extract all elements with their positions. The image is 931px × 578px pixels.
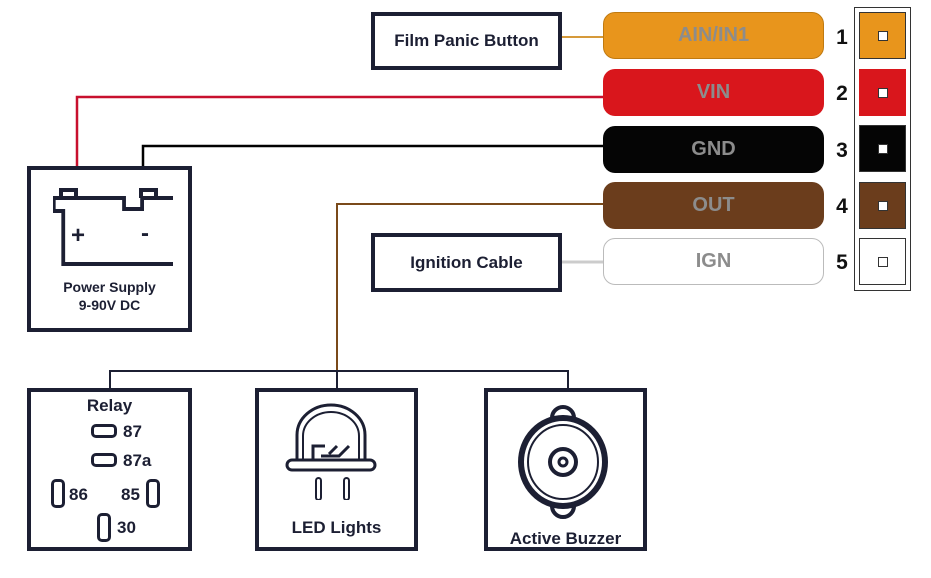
relay-pin-30-icon: [97, 513, 111, 542]
connector-pin-4: [859, 182, 906, 229]
pin-hole: [877, 30, 888, 41]
pin-hole: [877, 87, 888, 98]
battery-minus-symbol: -: [141, 220, 149, 247]
relay-title: Relay: [86, 396, 133, 415]
relay-pin-87a-label: 87a: [123, 451, 152, 470]
wire-gnd: GND: [603, 126, 824, 173]
wire-vin-label: VIN: [696, 81, 731, 103]
relay-pin-86-icon: [51, 479, 65, 508]
power-supply-title: Power Supply: [63, 279, 156, 295]
pin-number-3: 3: [836, 139, 848, 162]
wire-out: OUT: [603, 182, 824, 229]
pin-hole: [877, 200, 888, 211]
wire-out-label: OUT: [692, 194, 735, 216]
relay-pin-87a-icon: [91, 453, 117, 467]
wire-ign-label: IGN: [695, 250, 732, 272]
power-supply-box: + - Power Supply 9-90V DC: [27, 166, 192, 332]
pin-hole: [877, 143, 888, 154]
active-buzzer-label: Active Buzzer: [509, 529, 622, 548]
led-icon: [285, 403, 377, 500]
connector-pin-1: [859, 12, 906, 59]
led-lights-label: LED Lights: [291, 518, 382, 537]
pin-hole: [877, 256, 888, 267]
output-bus: [109, 370, 569, 388]
battery-plus-symbol: +: [71, 222, 86, 249]
connector-pin-2: [859, 69, 906, 116]
relay-pin-30-label: 30: [117, 518, 136, 537]
buzzer-icon: [518, 405, 608, 519]
panic-button-box: Film Panic Button: [371, 12, 562, 70]
panic-button-label: Film Panic Button: [394, 31, 539, 50]
pin-number-1: 1: [836, 26, 848, 49]
vin-wire: [75, 95, 604, 166]
relay-pin-85-label: 85: [121, 485, 140, 504]
connector-pin-5: [859, 238, 906, 285]
ignition-cable-label: Ignition Cable: [410, 252, 523, 272]
wire-vin: VIN: [603, 69, 824, 116]
pin-number-5: 5: [836, 251, 848, 274]
gnd-wire: [141, 144, 604, 166]
battery-icon: [53, 188, 173, 266]
power-supply-label: Power Supply 9-90V DC: [31, 278, 188, 314]
wire-ign: IGN: [603, 238, 824, 285]
connector-pin-3: [859, 125, 906, 172]
relay-pin-87-label: 87: [123, 422, 142, 441]
relay-pin-86-label: 86: [69, 485, 88, 504]
pin-number-2: 2: [836, 82, 848, 105]
led-lights-box: LED Lights: [255, 388, 418, 551]
active-buzzer-box: Active Buzzer: [484, 388, 647, 551]
wire-ain: AIN/IN1: [603, 12, 824, 59]
wire-gnd-label: GND: [691, 138, 736, 160]
relay-pin-87-icon: [91, 424, 117, 438]
pin-number-4: 4: [836, 195, 848, 218]
power-supply-voltage: 9-90V DC: [78, 297, 141, 313]
out-wire: [336, 203, 604, 371]
relay-box: Relay 87 87a 86 85 30: [27, 388, 192, 551]
relay-pin-85-icon: [146, 479, 160, 508]
ignition-cable-box: Ignition Cable: [371, 233, 562, 292]
wire-ain-label: AIN/IN1: [677, 24, 750, 46]
